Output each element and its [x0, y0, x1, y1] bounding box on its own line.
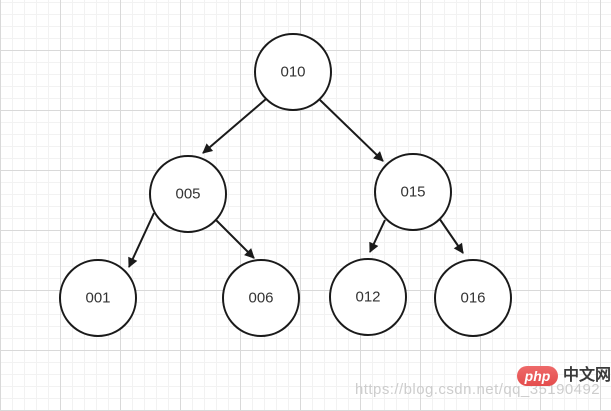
- tree-edge-n010-n015: [319, 99, 384, 162]
- tree-edge-n010-n005: [202, 98, 267, 154]
- tree-node-010: 010: [254, 33, 332, 111]
- tree-edge-n005-n006: [212, 216, 255, 259]
- php-badge-icon: php: [517, 366, 558, 386]
- tree-node-circle-001: [59, 259, 137, 337]
- tree-node-label-005: 005: [175, 186, 200, 203]
- tree-edges: [128, 98, 464, 268]
- php-cn-logo: php 中文网: [517, 366, 611, 386]
- tree-nodes: 010 005 015 001 006 012 016: [59, 33, 512, 337]
- tree-node-015: 015: [374, 153, 452, 231]
- site-name-label: 中文网: [563, 367, 611, 384]
- tree-node-circle-016: [434, 259, 512, 337]
- tree-node-label-012: 012: [355, 289, 380, 306]
- tree-edge-n015-n016: [438, 217, 464, 254]
- tree-node-label-006: 006: [248, 290, 273, 307]
- tree-node-circle-006: [222, 259, 300, 337]
- tree-node-label-010: 010: [280, 64, 305, 81]
- tree-node-001: 001: [59, 259, 137, 337]
- tree-node-label-015: 015: [400, 184, 425, 201]
- tree-node-016: 016: [434, 259, 512, 337]
- tree-node-012: 012: [329, 258, 407, 336]
- tree-node-circle-015: [374, 153, 452, 231]
- tree-node-circle-010: [254, 33, 332, 111]
- tree-edge-n005-n001: [128, 212, 155, 268]
- tree-node-circle-012: [329, 258, 407, 336]
- tree-node-circle-005: [149, 155, 227, 233]
- tree-node-label-016: 016: [460, 290, 485, 307]
- tree-node-005: 005: [149, 155, 227, 233]
- tree-node-006: 006: [222, 259, 300, 337]
- tree-node-label-001: 001: [85, 290, 110, 307]
- tree-edge-n015-n012: [369, 219, 386, 253]
